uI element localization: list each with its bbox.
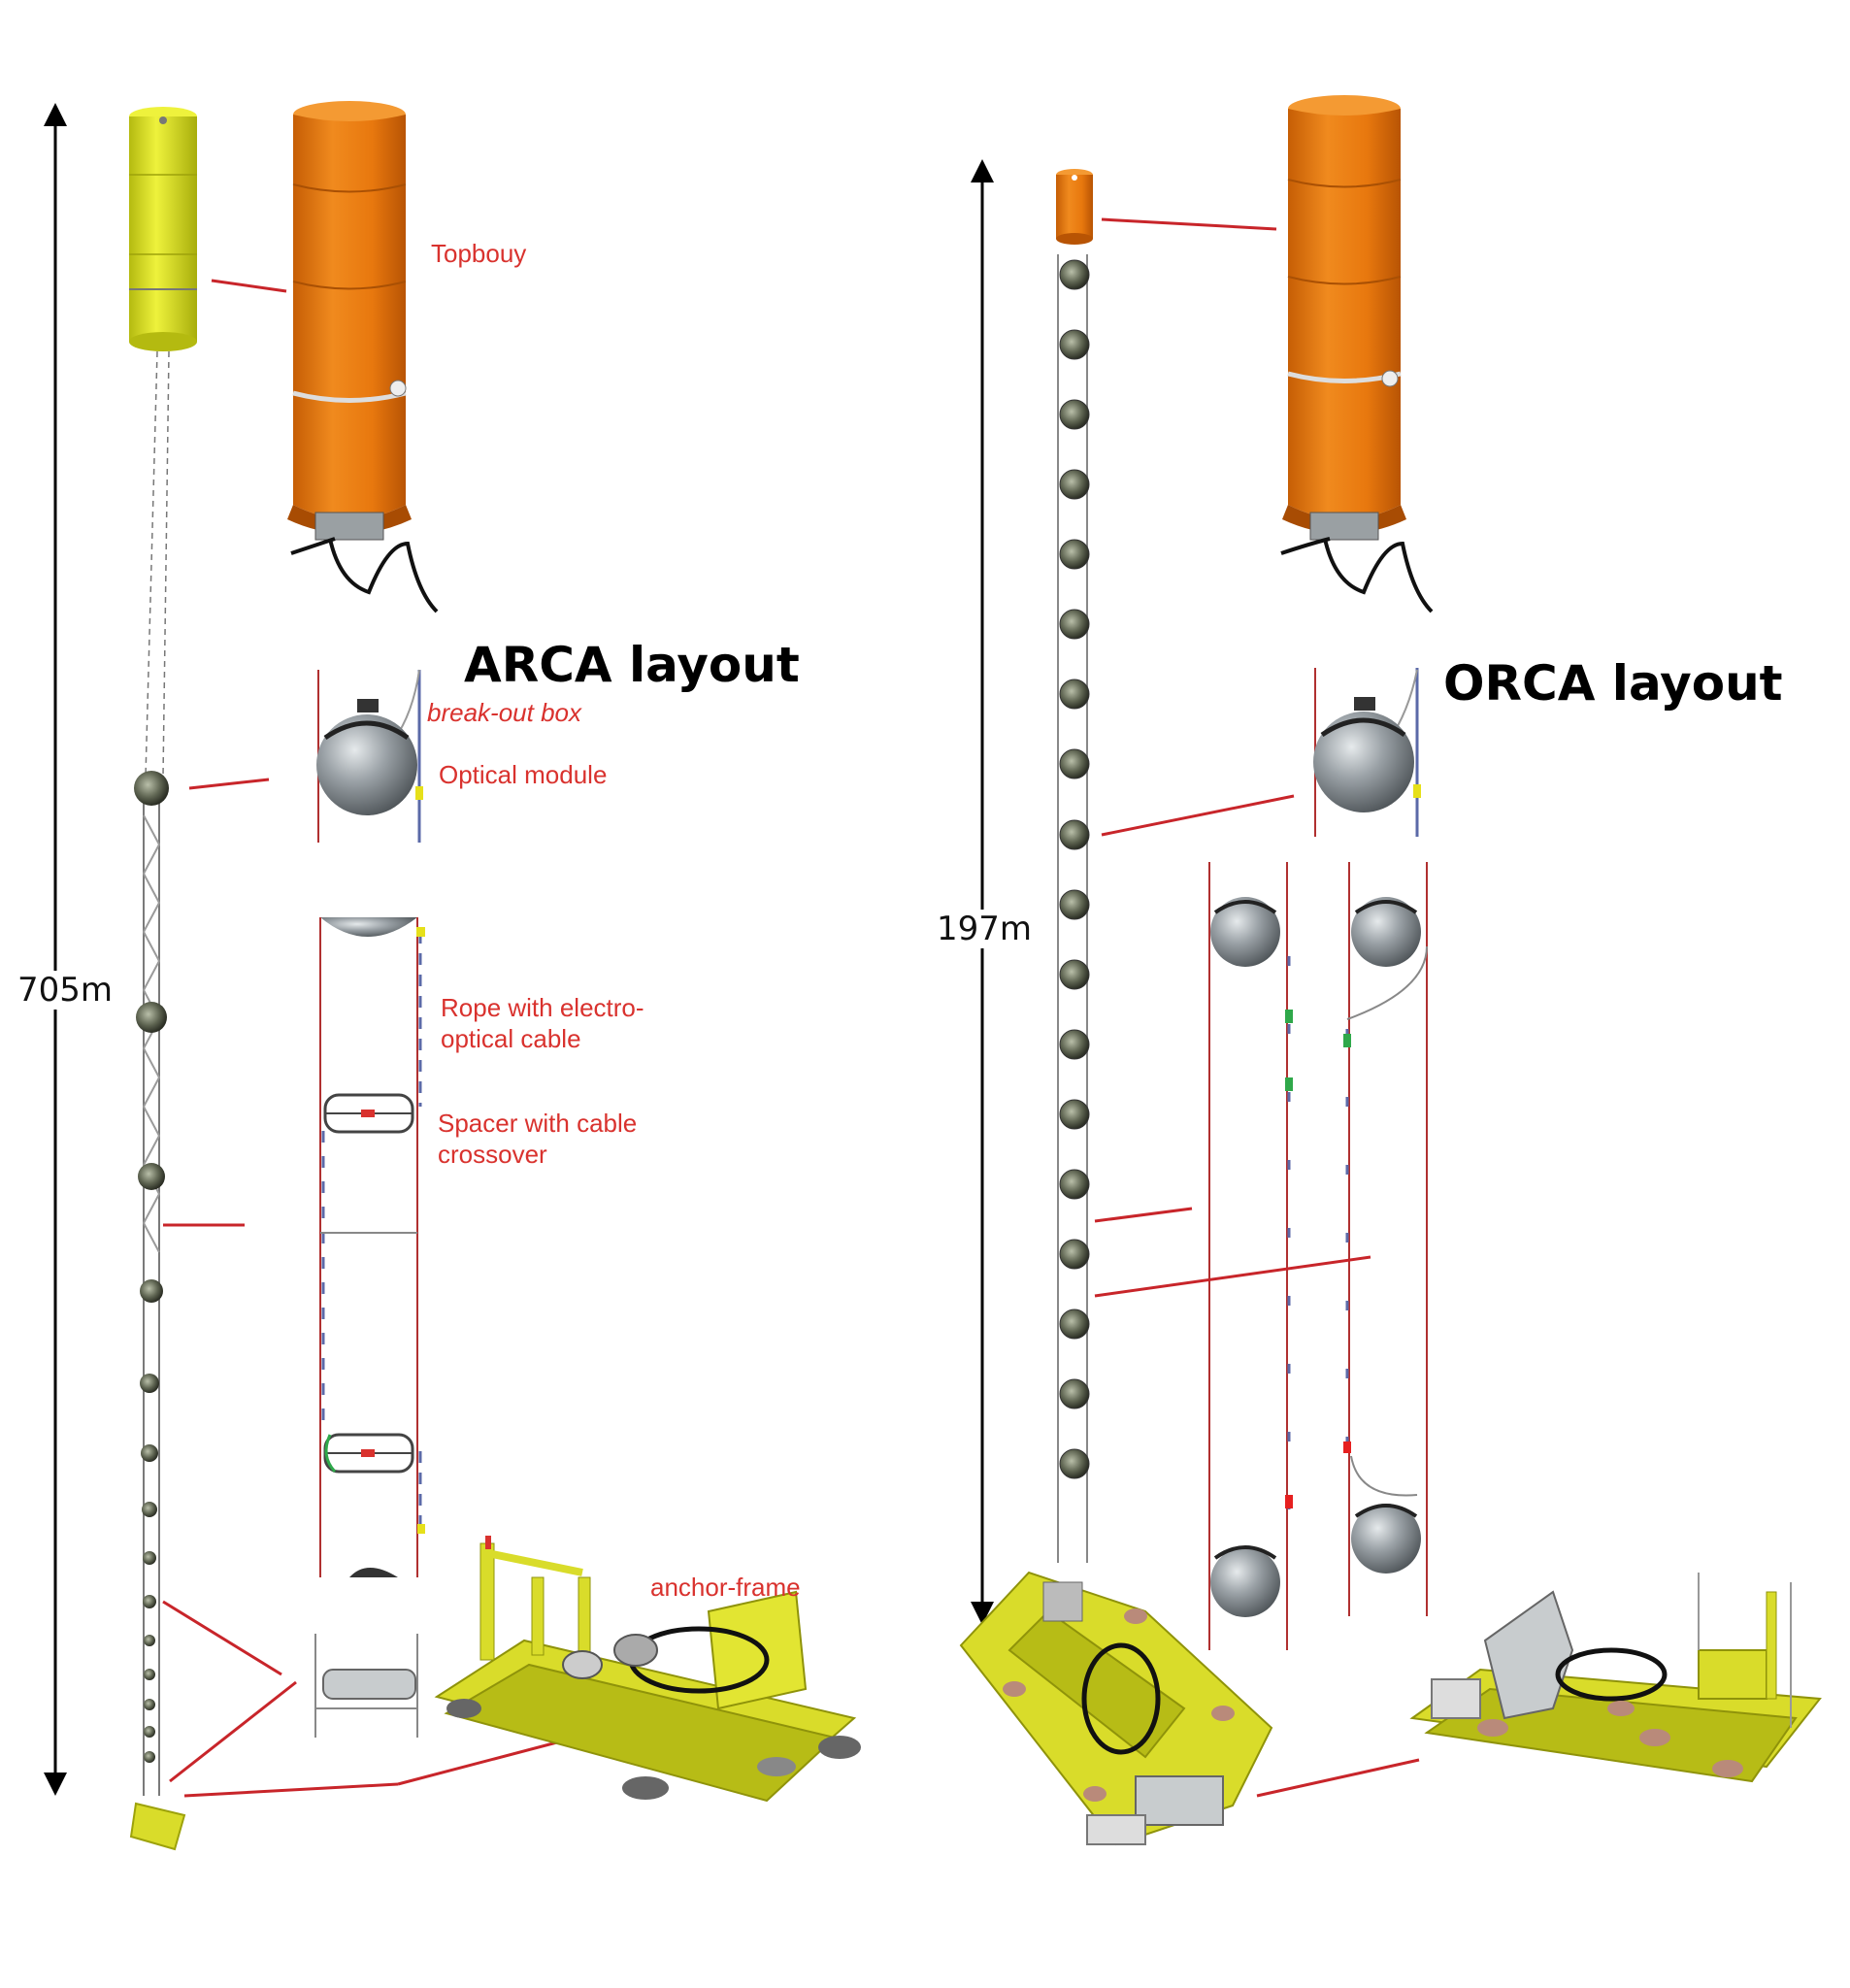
optical-module-icon (316, 669, 423, 843)
anchor-frame-label: anchor-frame (650, 1573, 801, 1602)
spacer-detail-icon (314, 1634, 418, 1738)
arca-string (129, 771, 186, 1851)
arca-height-label: 705m (17, 971, 114, 1010)
orca-height-label: 197m (937, 910, 1033, 948)
rope-label: Rope with electro- optical cable (441, 993, 644, 1053)
orca-anchor-frame-icon (959, 1571, 1273, 1846)
orca-string (1057, 254, 1090, 1563)
orca-rope-section-left (1208, 862, 1293, 1650)
orca-anchor-frame-detail-icon (1409, 1573, 1822, 1783)
arca-small-topbuoy-icon (129, 107, 197, 351)
spacer-lower-icon (323, 1433, 414, 1474)
orca-topbuoy-icon (1280, 95, 1434, 613)
breakout-box-label: break-out box (427, 698, 581, 727)
spacer-icon (323, 1093, 414, 1134)
topbuoy-label: Topbouy (431, 239, 527, 268)
arca-topbuoy-icon (287, 101, 439, 613)
arca-title: ARCA layout (464, 637, 800, 693)
orca-optical-module-icon (1313, 668, 1421, 837)
optical-module-label: Optical module (439, 760, 608, 789)
anchor-frame-icon (434, 1536, 861, 1803)
orca-small-topbuoy-icon (1056, 169, 1093, 245)
spacer-label: Spacer with cable crossover (438, 1109, 638, 1169)
rope-spacer-section (319, 917, 425, 1577)
orca-title: ORCA layout (1443, 655, 1783, 712)
orca-rope-section-right (1343, 862, 1428, 1616)
